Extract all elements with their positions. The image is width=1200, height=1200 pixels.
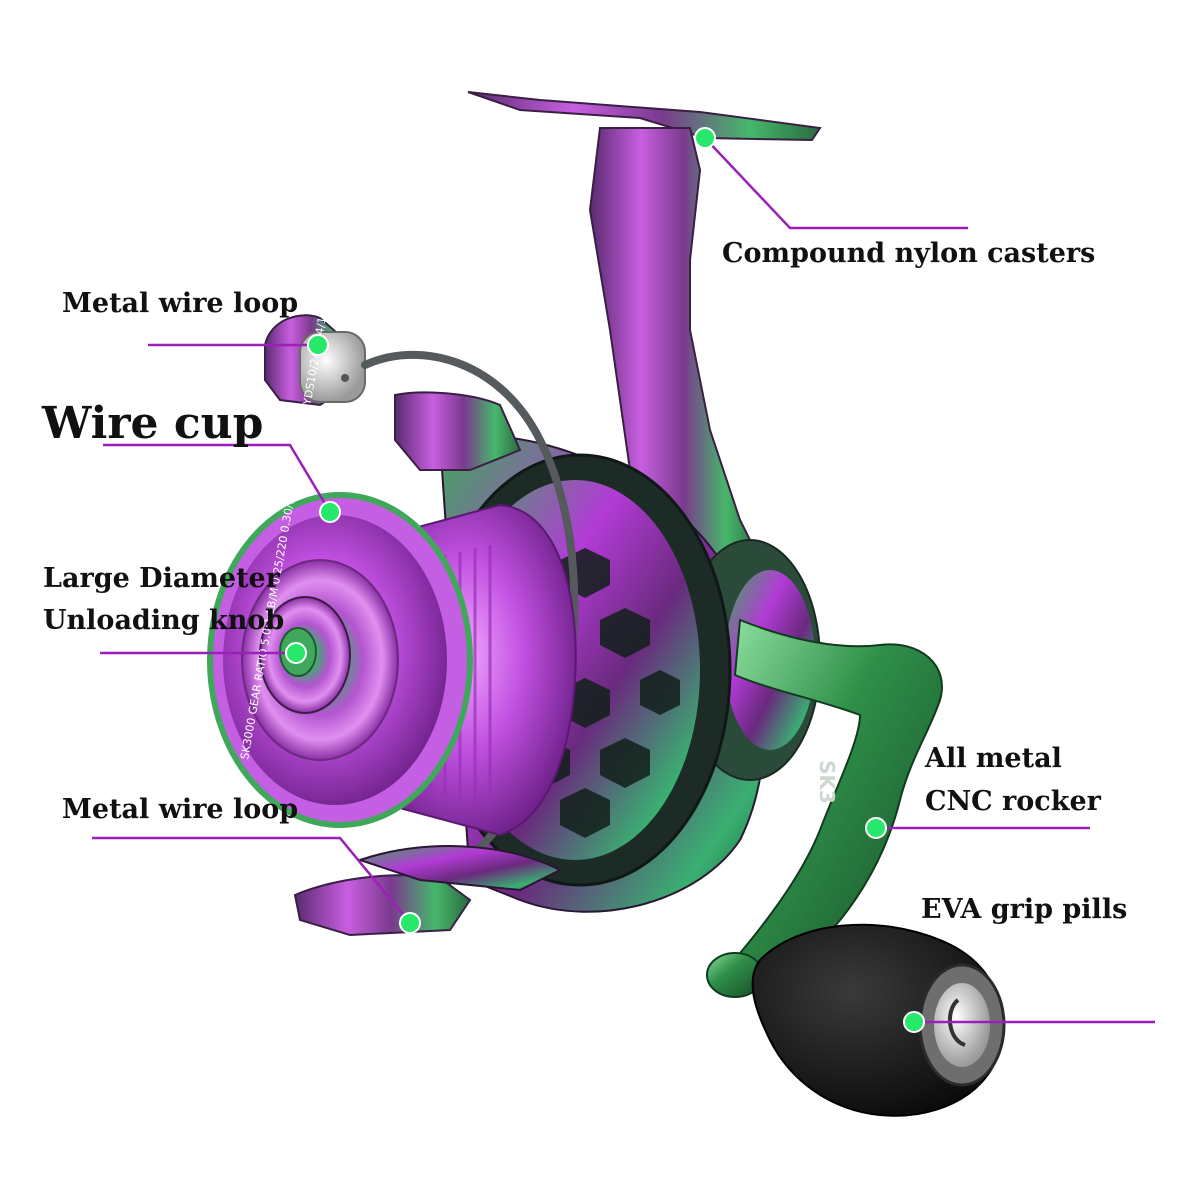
label-eva-grip-pills: EVA grip pills (921, 894, 1128, 925)
label-compound-nylon-casters: Compound nylon casters (722, 238, 1096, 269)
callout-dot-wire-loop-top (307, 334, 329, 356)
label-cnc-rocker: CNC rocker (925, 786, 1101, 817)
callout-line-wire-loop-bottom (92, 836, 411, 924)
label-unloading-knob: Unloading knob (43, 605, 285, 636)
label-metal-wire-loop-bottom: Metal wire loop (62, 794, 299, 825)
callout-dot-eva-grip (903, 1011, 925, 1033)
label-metal-wire-loop-top: Metal wire loop (62, 288, 299, 319)
callout-dot-wire-cup (319, 501, 341, 523)
callout-dot-casters (694, 127, 716, 149)
eva-grip-knob (751, 923, 1006, 1117)
label-large-diameter: Large Diameter (43, 563, 280, 594)
bail-arm-top (264, 314, 522, 471)
label-all-metal: All metal (925, 743, 1062, 774)
callout-dot-wire-loop-bottom (399, 912, 421, 934)
bail-arm-bottom (293, 845, 563, 937)
callout-line-wire-cup (103, 443, 332, 513)
handle-arm: SK3 (706, 618, 943, 998)
reel-foot (467, 91, 822, 602)
callout-lines (92, 137, 1155, 1024)
callout-dot-cnc-rocker (865, 817, 887, 839)
callout-dots (285, 127, 925, 1033)
callout-line-casters (704, 137, 968, 230)
label-wire-cup: Wire cup (42, 398, 264, 449)
body-model-text: SK3 (815, 760, 839, 804)
callout-dot-unloading-knob (285, 642, 307, 664)
